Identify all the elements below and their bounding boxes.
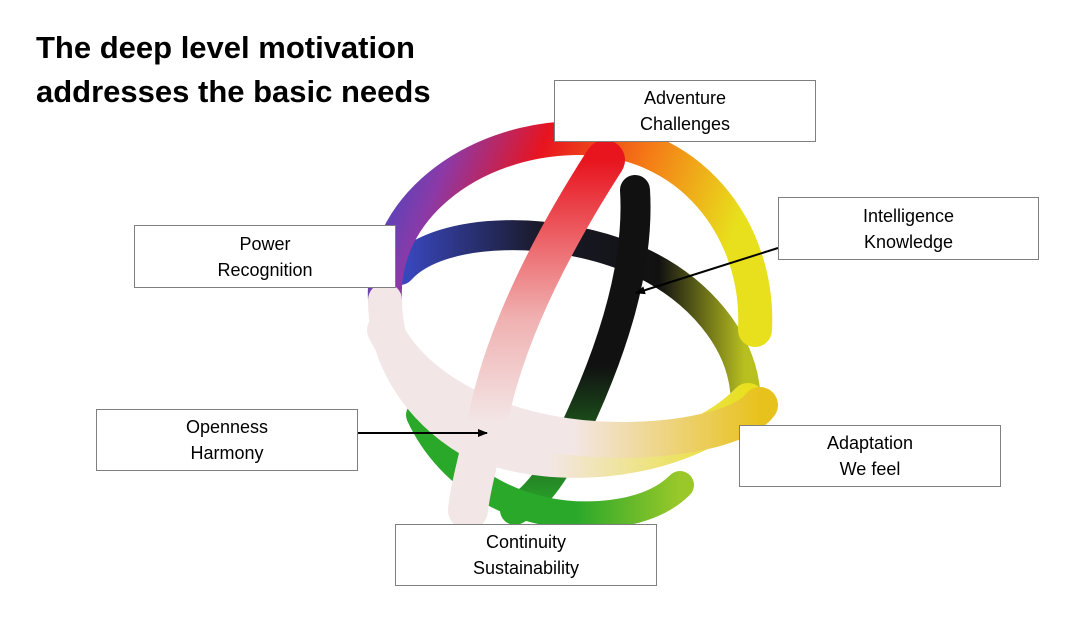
box-openness-line1: Openness	[185, 417, 269, 437]
bottom-ring	[406, 401, 694, 530]
box-continuity-line2: Sustainability	[472, 558, 580, 578]
front-vertical-band	[448, 140, 625, 530]
arrow-to-back-center	[635, 247, 779, 295]
box-intelligence-line2: Knowledge	[863, 231, 954, 252]
box-continuity-line1: Continuity	[485, 532, 567, 552]
box-adventure-line1: Adventure	[643, 88, 727, 108]
title-line-2: addresses the basic needs	[36, 74, 431, 109]
box-power: Power Recognition	[134, 225, 396, 288]
box-adventure: Adventure Challenges	[554, 80, 816, 142]
back-ring	[385, 220, 760, 405]
box-power-line1: Power	[239, 233, 291, 254]
box-power-line2: Recognition	[217, 259, 313, 280]
box-continuity: Continuity Sustainability	[395, 524, 657, 586]
box-intelligence: Intelligence Knowledge	[778, 197, 1039, 260]
box-adaptation-line1: Adaptation	[826, 433, 914, 453]
front-horizontal-band	[367, 312, 778, 459]
box-intelligence-line1: Intelligence	[862, 205, 955, 226]
box-adventure-line2: Challenges	[639, 114, 731, 134]
box-adaptation-line2: We feel	[839, 459, 901, 479]
box-openness-line2: Harmony	[190, 443, 264, 463]
box-adaptation: Adaptation We feel	[739, 425, 1001, 487]
page-title: The deep level motivation addresses the …	[36, 26, 431, 114]
box-openness: Openness Harmony	[96, 409, 358, 471]
title-line-1: The deep level motivation	[36, 30, 415, 65]
